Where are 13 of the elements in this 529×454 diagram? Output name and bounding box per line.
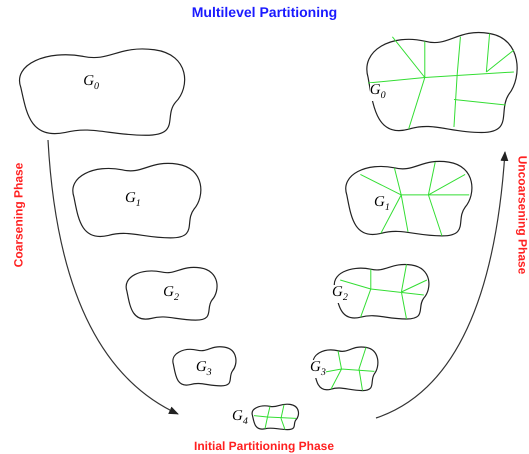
phase-label: Uncoarsening Phase: [514, 156, 529, 274]
phase-label: Initial Partitioning Phase: [194, 439, 334, 453]
graph-label: G$_{1}$: [374, 194, 390, 213]
phase-label: Coarsening Phase: [10, 162, 25, 268]
graph-label: G$_{3}$: [310, 360, 326, 378]
graph-label: G$_{0}$: [370, 83, 386, 101]
graph-label: G$_{4}$: [232, 409, 248, 428]
diagram-title: Multilevel Partitioning: [190, 4, 338, 20]
graph-label: G$_{2}$: [163, 285, 179, 304]
graph-label: G$_{0}$: [83, 74, 100, 92]
graph-label: G$_{2}$: [332, 284, 348, 303]
graph-label: G$_{3}$: [196, 360, 212, 378]
graph-label: G$_{1}$: [124, 191, 141, 210]
